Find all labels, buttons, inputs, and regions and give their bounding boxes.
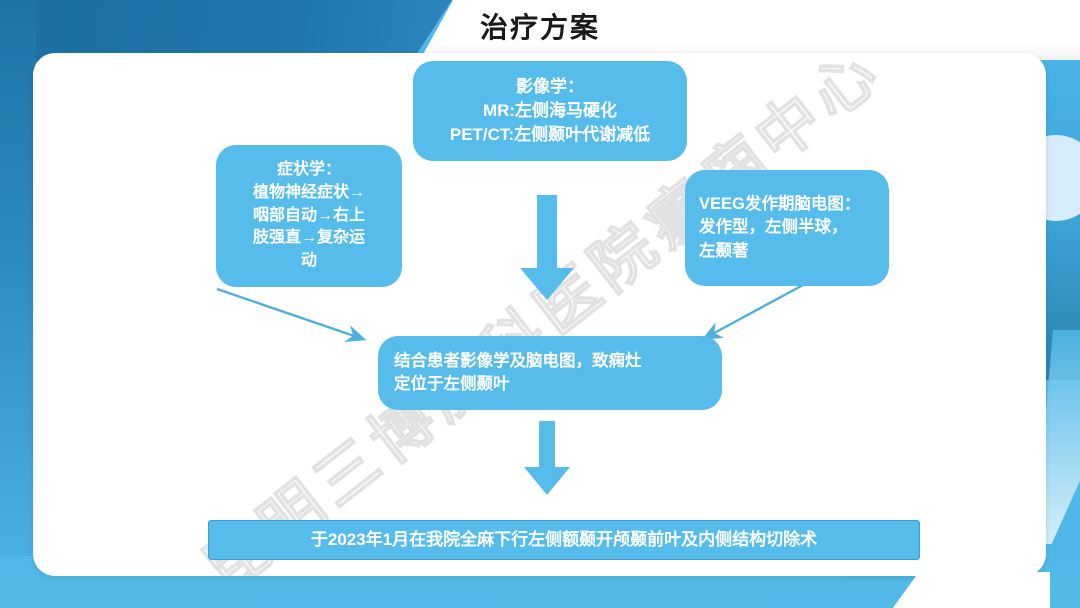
synthesis-line-1: 结合患者影像学及脑电图，致痫灶 (394, 351, 642, 370)
veeg-findings-box[interactable]: VEEG发作期脑电图： 发作型，左侧半球， 左颞著 (685, 170, 889, 286)
veeg-line-2: 左颞著 (699, 241, 749, 260)
title-white-band (420, 0, 1080, 60)
imaging-line-2: PET/CT:左侧颞叶代谢减低 (449, 125, 651, 145)
imaging-line-1: MR:左侧海马硬化 (482, 100, 618, 120)
symptom-line-4: 动 (300, 252, 317, 270)
arrow-symptom-to-synthesis (216, 287, 367, 342)
localization-conclusion-box[interactable]: 结合患者影像学及脑电图，致痫灶 定位于左侧颞叶 (378, 336, 722, 410)
synthesis-line-2: 定位于左侧颞叶 (394, 375, 510, 393)
card-bottom-notch (890, 572, 1050, 608)
veeg-line-1: 发作型，左侧半球， (699, 218, 848, 237)
left-edge-band (0, 0, 36, 580)
symptomatology-box[interactable]: 症状学： 植物神经症状→ 咽部自动→右上 肢强直→复杂运 动 (216, 145, 402, 287)
surgery-statement-text: 于2023年1月在我院全麻下行左侧额颞开颅颞前叶及内侧结构切除术 (310, 529, 818, 549)
symptom-line-2: 咽部自动→右上 (252, 206, 365, 224)
imaging-header: 影像学： (516, 76, 584, 96)
arrow-synthesis-to-conclusion (524, 421, 570, 495)
arrow-imaging-to-synthesis (520, 195, 574, 300)
imaging-findings-box[interactable]: 影像学： MR:左侧海马硬化 PET/CT:左侧颞叶代谢减低 (413, 61, 687, 161)
arrow-veeg-to-synthesis (701, 283, 804, 340)
symptom-line-3: 肢强直→复杂运 (252, 229, 365, 247)
header-dark-band (0, 0, 452, 62)
symptom-header: 症状学： (276, 161, 341, 179)
veeg-header: VEEG发作期脑电图： (699, 194, 861, 213)
page-title: 治疗方案 (479, 12, 600, 43)
surgery-statement-bar[interactable]: 于2023年1月在我院全麻下行左侧额颞开颅颞前叶及内侧结构切除术 (208, 520, 920, 560)
symptom-line-1: 植物神经症状→ (252, 183, 365, 201)
